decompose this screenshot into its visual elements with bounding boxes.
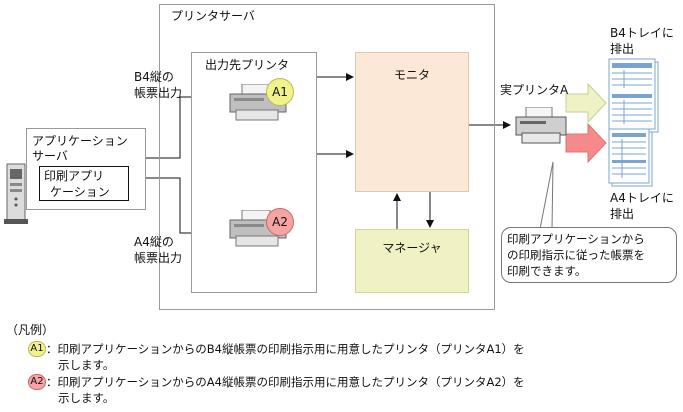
app-server-label-1: アプリケーション <box>32 134 128 148</box>
flow-b4-label-2: 帳票出力 <box>134 86 183 100</box>
callout-box <box>501 227 677 283</box>
legend-badge-a1-label: A1 <box>30 343 44 354</box>
badge-a2-label: A2 <box>272 215 288 229</box>
print-app-box[interactable] <box>39 166 129 201</box>
block-arrow-b4-tray <box>565 82 607 124</box>
callout-line-3: 印刷できます。 <box>507 264 587 278</box>
printer-a1[interactable]: A1 <box>228 78 300 122</box>
legend-badge-a2-label: A2 <box>30 376 44 387</box>
app-server-label-2: サーバ <box>32 149 68 163</box>
printer-icon <box>229 84 287 121</box>
callout-pointer <box>539 161 554 230</box>
printer-server-box <box>159 4 495 310</box>
callout-line-1: 印刷アプリケーションから <box>507 232 645 246</box>
printer-server-label: プリンタサーバ <box>171 9 255 23</box>
print-app-label-1: 印刷アプリ <box>44 169 105 183</box>
print-app-label-2: ケーション <box>50 185 110 199</box>
monitor-box[interactable] <box>355 52 469 192</box>
real-printer-label: 実プリンタA <box>500 83 569 97</box>
output-printers-label: 出力先プリンタ <box>205 58 290 72</box>
legend-a1-line-1: ：印刷アプリケーションからのB4縦帳票の印刷指示用に用意したプリンタ（プリンタA… <box>46 342 525 356</box>
printer-a2[interactable]: A2 <box>228 206 300 248</box>
a4-document-icon <box>608 128 653 187</box>
block-arrow-a4-tray <box>565 122 607 164</box>
legend-a2-line-1: ：印刷アプリケーションからのA4縦帳票の印刷指示用に用意したプリンタ（プリンタA… <box>46 375 525 389</box>
legend-a1-line-2: 示します。 <box>58 358 115 372</box>
legend-badge-a2: A2 <box>28 374 46 390</box>
badge-a1: A1 <box>266 78 294 106</box>
badge-a1-label: A1 <box>272 85 288 99</box>
legend-title: （凡例） <box>6 323 55 337</box>
server-tower-icon <box>4 163 28 224</box>
flow-a4-label-1: A4縦の <box>134 235 174 249</box>
tray-a4-label-1: A4トレイに <box>610 191 674 205</box>
flow-a4-label-2: 帳票出力 <box>134 251 183 265</box>
manager-label: マネージャ <box>382 241 442 255</box>
manager-box[interactable] <box>355 229 469 293</box>
monitor-label: モニタ <box>393 68 430 82</box>
flow-b4-label-1: B4縦の <box>134 70 174 84</box>
tray-a4-label-2: 排出 <box>610 207 635 221</box>
tray-b4-label-1: B4トレイに <box>610 26 674 40</box>
callout-line-2: の印刷指示に従った帳票を <box>507 248 645 262</box>
legend-badge-a1: A1 <box>28 341 46 357</box>
real-printer-icon[interactable] <box>514 107 568 147</box>
legend-a2-line-2: 示します。 <box>58 391 115 405</box>
badge-a2: A2 <box>266 208 294 236</box>
b4-document-icon <box>608 58 659 133</box>
tray-b4-label-2: 排出 <box>610 42 635 56</box>
